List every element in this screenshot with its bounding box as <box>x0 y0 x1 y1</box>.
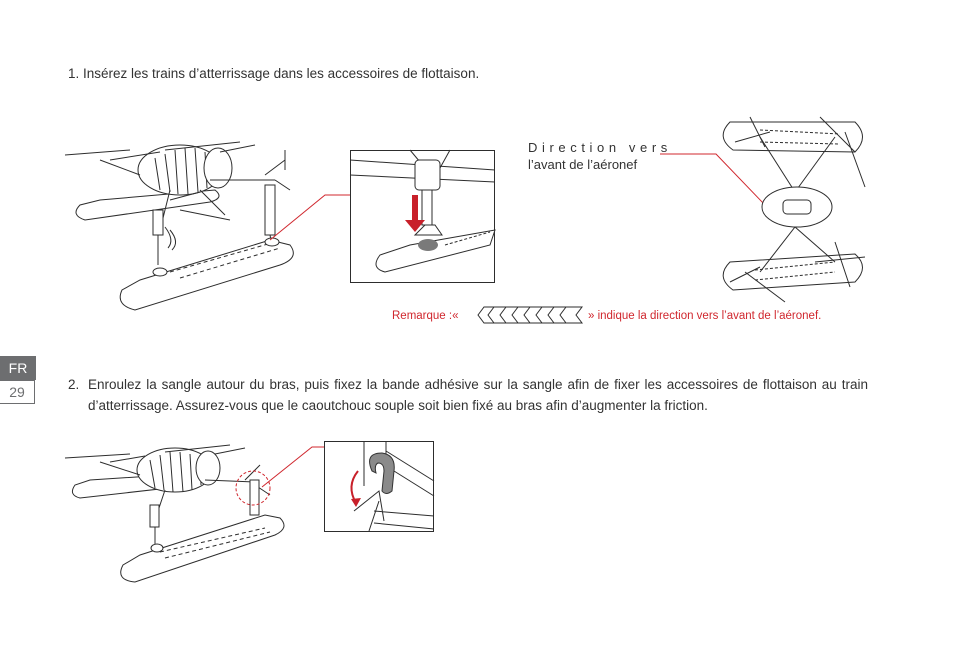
step-2-body: Enroulez la sangle autour du bras, puis … <box>88 377 868 413</box>
detail-box-insert <box>349 149 496 283</box>
direction-label: Direction vers l’avant de l’aéronef <box>528 139 672 173</box>
direction-label-line1: Direction vers <box>528 140 672 155</box>
step-1-text: 1. Insérez les trains d’atterrissage dan… <box>68 66 480 81</box>
remark-suffix: » indique la direction vers l’avant de l… <box>588 310 822 322</box>
drone-float-illustration-2 <box>64 444 285 583</box>
callout-connector-1 <box>269 194 350 241</box>
detail-box-strap <box>324 441 435 532</box>
direction-leader-line <box>660 153 766 206</box>
step-2-text: 2. Enroulez la sangle autour du bras, pu… <box>68 374 868 416</box>
direction-arrows-icon <box>477 306 583 324</box>
step-2-number: 2. <box>68 377 80 392</box>
drone-float-illustration-1 <box>64 141 294 311</box>
language-tab: FR <box>0 356 36 380</box>
page-number: 29 <box>0 380 35 404</box>
remark-prefix: Remarque :« <box>392 310 459 322</box>
page-tab: FR 29 <box>0 356 36 404</box>
drone-top-view <box>722 116 866 303</box>
callout-connector-2 <box>261 446 328 488</box>
direction-label-line2: l’avant de l’aéronef <box>528 157 638 172</box>
